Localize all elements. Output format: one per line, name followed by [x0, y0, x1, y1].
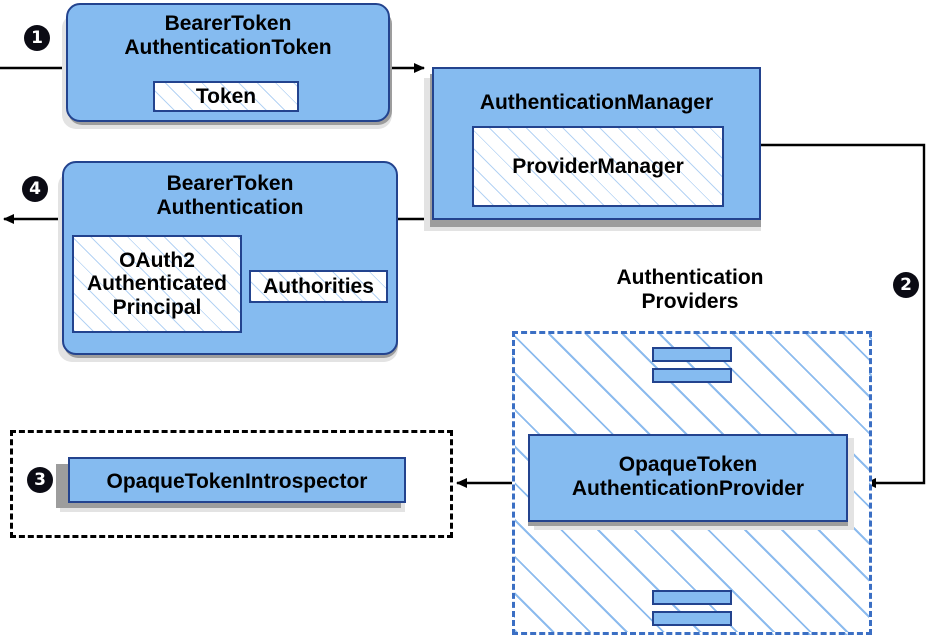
authentication-manager-title: AuthenticationManager — [479, 91, 714, 114]
badge-step-4: 4 — [22, 176, 48, 202]
provider-manager-label: ProviderManager — [512, 154, 684, 178]
badge-step-2: 2 — [893, 272, 919, 298]
opaque-token-introspector-title: OpaqueTokenIntrospector — [106, 470, 368, 493]
oauth2-authenticated-principal-label-line3: Principal — [112, 295, 202, 319]
authorities-box[interactable]: Authorities — [249, 270, 388, 303]
authentication-providers-label-line1: Authentication — [616, 266, 764, 289]
badge-step-3-number: 3 — [34, 469, 46, 490]
stub-provider-top-bar-2 — [652, 368, 732, 383]
oauth2-authenticated-principal-label-line2: Authenticated — [86, 272, 227, 296]
stub-provider-bottom-bar-1 — [652, 590, 732, 605]
opaque-token-introspector[interactable]: OpaqueTokenIntrospector — [68, 457, 406, 503]
authentication-providers-label: Authentication Providers — [560, 266, 820, 313]
badge-step-4-number: 4 — [29, 178, 41, 199]
authentication-manager[interactable]: AuthenticationManager ProviderManager — [432, 67, 761, 220]
token-box[interactable]: Token — [153, 81, 299, 112]
bearer-token-authentication-token-title-line1: BearerToken — [164, 12, 292, 35]
authentication-providers-label-line2: Providers — [641, 289, 739, 313]
opaque-token-authentication-provider-title-line1: OpaqueToken — [618, 453, 758, 476]
bearer-token-authentication[interactable]: BearerToken Authentication OAuth2 Authen… — [62, 161, 398, 355]
bearer-token-authentication-token-title: BearerToken AuthenticationToken — [68, 12, 388, 59]
badge-step-3: 3 — [27, 467, 53, 493]
badge-step-1-number: 1 — [31, 27, 43, 48]
bearer-token-authentication-token[interactable]: BearerToken AuthenticationToken Token — [66, 3, 390, 122]
opaque-token-authentication-provider-title-line2: AuthenticationProvider — [571, 476, 805, 500]
bearer-token-authentication-token-title-line2: AuthenticationToken — [124, 35, 332, 59]
badge-step-1: 1 — [24, 25, 50, 51]
provider-manager-box[interactable]: ProviderManager — [472, 126, 724, 207]
introspector-group — [10, 430, 453, 538]
bearer-token-authentication-title-line1: BearerToken — [166, 172, 294, 195]
bearer-token-authentication-title-line2: Authentication — [156, 195, 304, 219]
oauth2-authenticated-principal-label-line1: OAuth2 — [119, 249, 195, 273]
opaque-token-authentication-provider-title: OpaqueToken AuthenticationProvider — [530, 453, 846, 500]
stub-provider-top-bar-1 — [652, 347, 732, 362]
badge-step-2-number: 2 — [900, 274, 912, 295]
stub-provider-bottom-bar-2 — [652, 611, 732, 626]
bearer-token-authentication-title: BearerToken Authentication — [64, 172, 396, 219]
token-label: Token — [195, 84, 257, 108]
authorities-label: Authorities — [263, 274, 374, 298]
opaque-token-authentication-provider[interactable]: OpaqueToken AuthenticationProvider — [528, 434, 848, 522]
oauth2-authenticated-principal-box[interactable]: OAuth2 Authenticated Principal — [72, 235, 242, 333]
